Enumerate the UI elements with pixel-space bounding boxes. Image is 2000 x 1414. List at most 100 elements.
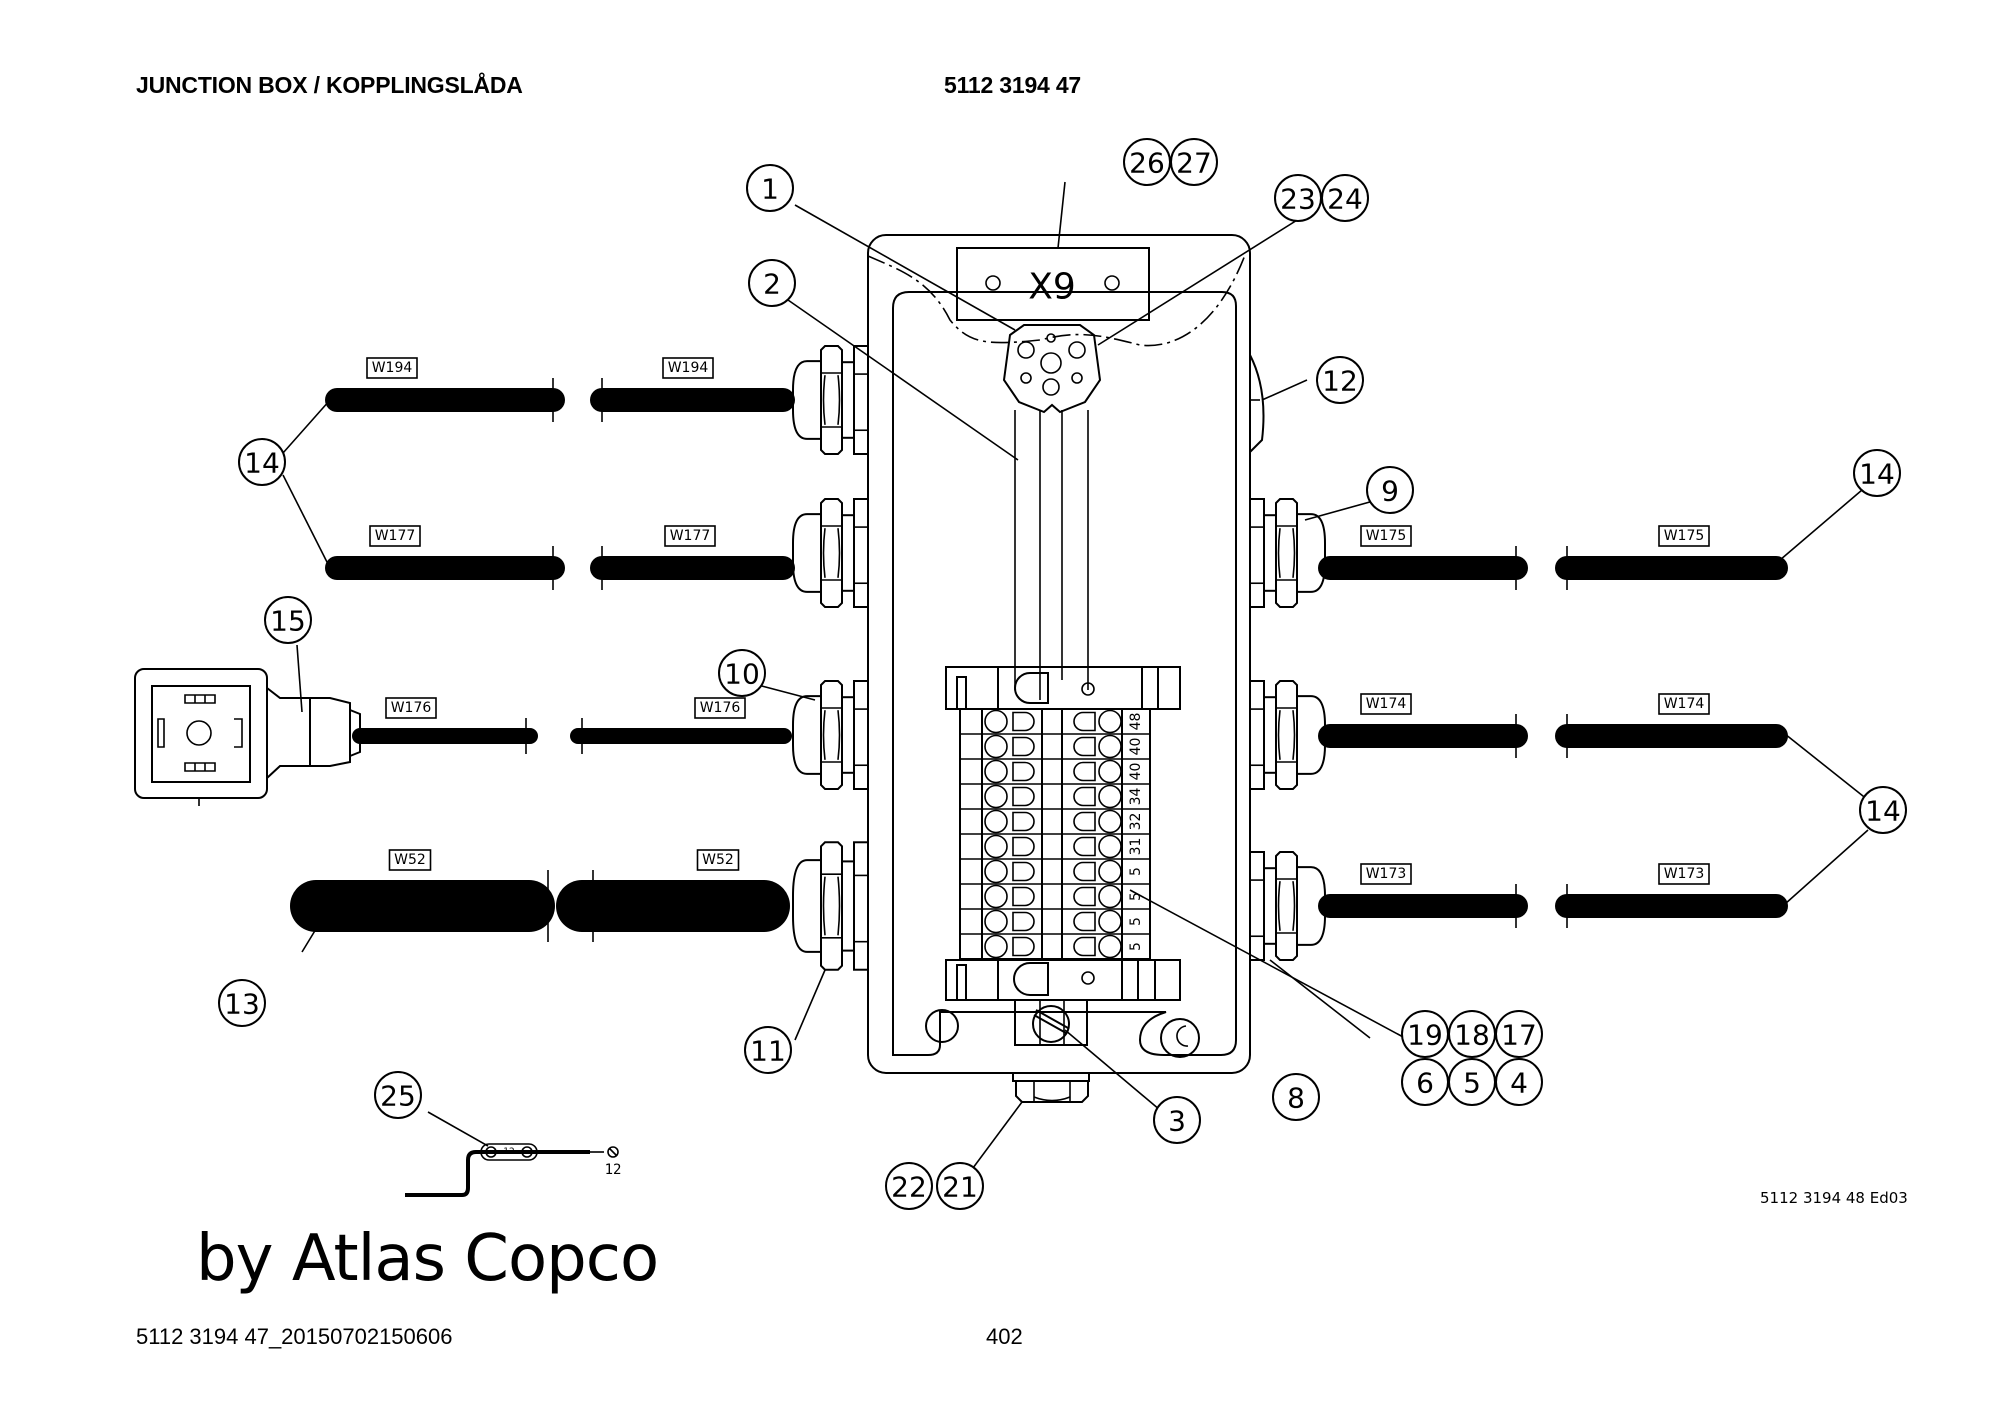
terminal-screw [1098,759,1122,784]
gland-cap [792,859,821,953]
cable-segment [590,556,795,580]
cable-tag-text: W194 [372,360,413,376]
cable-gland [792,345,869,455]
terminal-clamp [1073,786,1096,807]
callout-3: 3 [1153,1096,1201,1144]
leader-line [282,399,331,454]
callout-circle [374,1071,422,1119]
leader-line [1057,181,1066,249]
terminal-screw [1098,709,1122,734]
terminal-clamp [1012,936,1035,957]
terminal-row: 34 [960,783,1150,809]
gland-nut [1275,498,1298,608]
page-title: JUNCTION BOX / KOPPLINGSLÅDA [136,72,523,98]
terminal-number: 31 [1128,838,1144,856]
terminal-clamp [1012,861,1035,882]
callout-circle [744,1026,792,1074]
callout-circle [746,164,794,212]
terminal-clamp [1073,886,1096,907]
cable-tag-text: W52 [702,852,734,868]
terminal-screw [1098,734,1122,759]
callout-circle [1316,356,1364,404]
callout-number: 13 [224,988,260,1021]
cable-tag [1360,525,1412,547]
callout-number: 8 [1287,1082,1305,1115]
terminal-number: 5 [1128,867,1144,876]
terminal-screw [1098,834,1122,859]
callout-number: 21 [942,1171,978,1204]
terminal-screw [1098,909,1122,934]
cable-tag [1658,863,1710,885]
callout-19: 19 [1401,1010,1449,1058]
earth-screw [1160,1018,1200,1058]
callout-circle [1366,466,1414,514]
leader-line [969,1101,1023,1173]
callout-8: 8 [1272,1073,1320,1121]
callout-number: 23 [1280,183,1316,216]
callout-4: 4 [1495,1058,1543,1106]
label-plate: X9 [956,247,1150,321]
terminal-screw [984,909,1008,934]
breather-valve [1249,354,1265,453]
callout-number: 18 [1454,1019,1490,1052]
cable-tag [1658,693,1710,715]
callout-26: 26 [1123,138,1171,186]
cable-segment [1318,724,1528,748]
cable-tag-text: W173 [1366,866,1407,882]
terminal-screw [984,834,1008,859]
terminal-screw [1098,859,1122,884]
cable-tag-text: W174 [1664,696,1705,712]
callout-number: 14 [244,447,280,480]
cable-tag-text: W175 [1366,528,1407,544]
cable-gland [1249,498,1326,608]
terminal-screw [984,784,1008,809]
terminal-screw [984,884,1008,909]
cable-segment [1318,894,1528,918]
terminal-clamp [1073,911,1096,932]
cable-tag [366,357,418,379]
callout-circle [1170,138,1218,186]
callout-circle [718,649,766,697]
cable-segment [325,388,565,412]
bottom-cable-gland [1012,1072,1090,1103]
terminal-clamp [1012,736,1035,757]
gland-nut [820,680,843,790]
cable-gland [792,498,869,608]
callout-21: 21 [936,1162,984,1210]
part-number: 5112 3194 47 [944,72,1082,98]
mounting-hole [925,1009,959,1043]
callout-number: 14 [1865,795,1901,828]
callout-number: 3 [1168,1105,1186,1138]
gland-cap [1297,513,1326,593]
terminal-clamp [1073,711,1096,732]
callout-circle [264,596,312,644]
callout-9: 9 [1366,466,1414,514]
cable-segment [1555,556,1788,580]
cable-segment [570,728,792,744]
callout-10: 10 [718,649,766,697]
label-plate-text: X9 [1028,267,1076,308]
terminal-number: 34 [1128,788,1144,806]
callout-circle [238,438,286,486]
leader-lines [282,181,1869,1173]
callout-25: 25 [374,1071,422,1119]
terminal-clamp [1073,736,1096,757]
gland-cap [792,695,821,775]
terminal-row: 32 [960,808,1150,834]
cable-tag-text: W52 [394,852,426,868]
leader-line [301,905,331,953]
callout-circle [218,979,266,1027]
terminal-row: 40 [960,758,1150,784]
cable-segment [556,880,790,932]
enclosure-body [867,234,1251,1074]
cable-segment [290,880,555,932]
terminal-screw [984,734,1008,759]
terminal-screw [984,859,1008,884]
terminal-row: 40 [960,733,1150,759]
cable-tag [1658,525,1710,547]
terminal-clamp [1073,761,1096,782]
terminal-clamp [1012,836,1035,857]
watermark: by Atlas Copco [196,1222,659,1296]
